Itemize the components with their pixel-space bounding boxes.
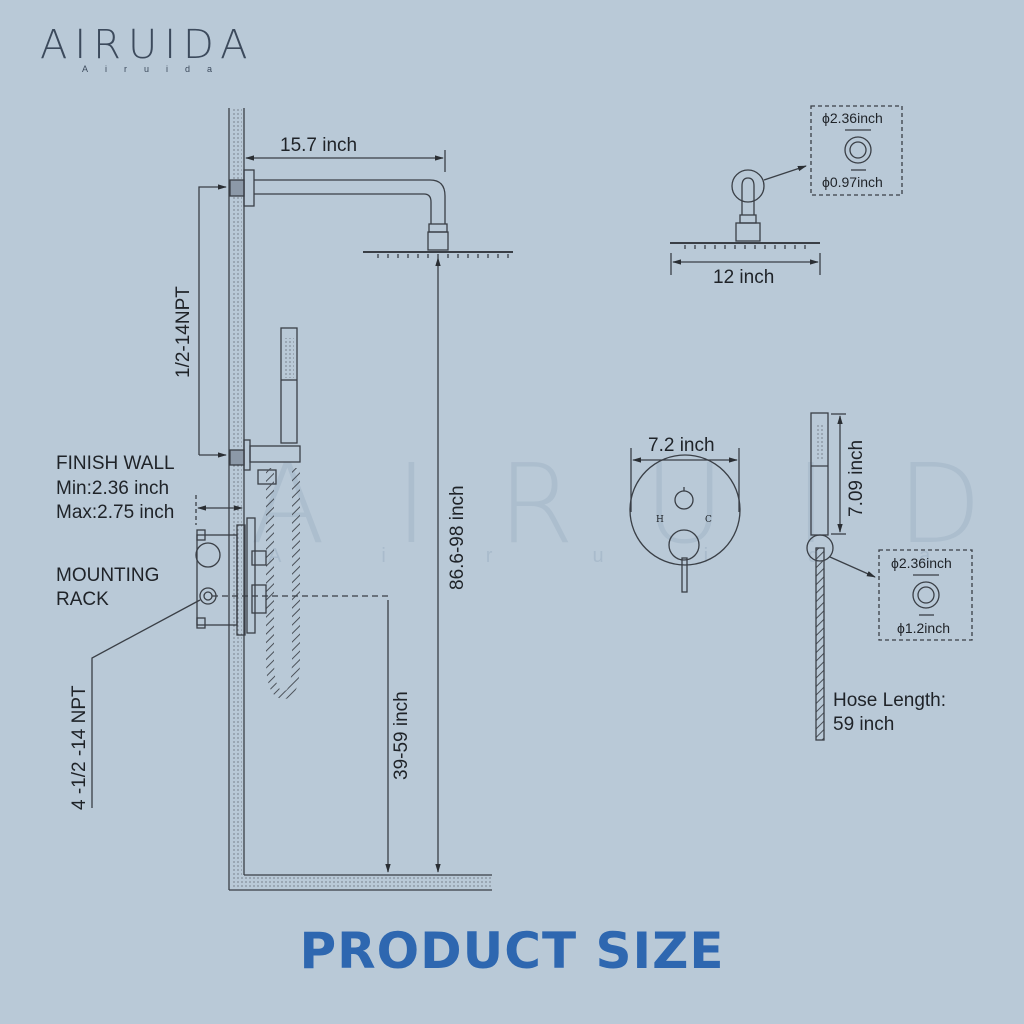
mixer-plate-diameter-label: 7.2 inch <box>648 435 715 456</box>
pipe-thread-label: 1/2-14NPT <box>173 286 194 378</box>
hand-shower-front <box>806 412 973 741</box>
finish-wall-min: Min:2.36 inch <box>56 478 170 499</box>
mounting-rack-label-line2: RACK <box>56 589 109 610</box>
hose-length-value: 59 inch <box>833 714 895 735</box>
rain-flange-outer-label: ϕ2.36inch <box>822 110 883 126</box>
finish-wall-max: Max:2.75 inch <box>56 502 175 523</box>
wall-section <box>228 108 492 891</box>
hose-length-title: Hose Length: <box>833 690 947 711</box>
mixer-height-label: 39-59 inch <box>391 691 412 780</box>
mounting-rack-label-line1: MOUNTING <box>56 565 160 586</box>
brand-logo: AIRUIDA <box>40 22 255 68</box>
mixer-plate-front <box>629 448 741 593</box>
rain-head-width-label: 12 inch <box>713 267 775 288</box>
shower-height-label: 86.6-98 inch <box>447 485 468 590</box>
arm-length-label: 15.7 inch <box>280 135 358 156</box>
cold-label: C <box>705 515 712 525</box>
mounting-rack-body <box>195 517 267 636</box>
finish-wall-title: FINISH WALL <box>56 453 175 474</box>
holder-inner-label: ϕ1.2inch <box>897 620 950 636</box>
hand-shower-length-label: 7.09 inch <box>846 439 867 517</box>
rain-flange-inner-label: ϕ0.97inch <box>822 174 883 190</box>
rain-shower-arm <box>229 169 513 258</box>
watermark-subtext: Airuida <box>268 545 1024 567</box>
hot-label: H <box>656 515 664 525</box>
brand-logo-subtext: Airuida <box>82 64 230 74</box>
holder-outer-label: ϕ2.36inch <box>891 555 952 571</box>
inlet-thread-label: 4 -1/2 -14 NPT <box>69 685 90 810</box>
rain-shower-head-front <box>670 105 903 275</box>
page-title: PRODUCT SIZE <box>299 922 725 980</box>
hand-shower-side <box>229 327 301 485</box>
